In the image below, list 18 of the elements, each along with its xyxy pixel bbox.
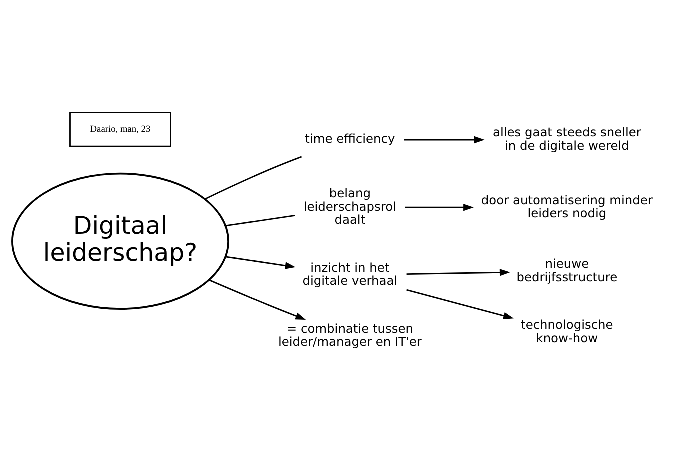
node-text: = combinatie tussen leider/manager en IT'er — [278, 321, 422, 349]
node-text: time efficiency — [305, 132, 396, 146]
node-text: belang leiderschapsrol daalt — [304, 186, 396, 226]
node-text: inzicht in het digitale verhaal — [302, 260, 398, 288]
connector — [226, 214, 296, 226]
node-box: Daario, man, 23 — [70, 112, 172, 147]
arrow — [405, 204, 474, 211]
arrow — [209, 279, 306, 320]
node-text: nieuwe bedrijfsstructure — [516, 256, 618, 284]
arrow — [406, 268, 510, 276]
node-text: technologische know-how — [521, 318, 614, 345]
arrow — [226, 256, 296, 269]
node-ellipse: Digitaal leiderschap? — [12, 172, 230, 310]
node-text: door automatisering minder leiders nodig — [481, 192, 653, 220]
arrow — [404, 136, 485, 144]
connector — [204, 156, 302, 200]
arrow — [406, 288, 514, 319]
node-text: alles gaat steeds sneller in de digitale wereld — [492, 125, 642, 152]
